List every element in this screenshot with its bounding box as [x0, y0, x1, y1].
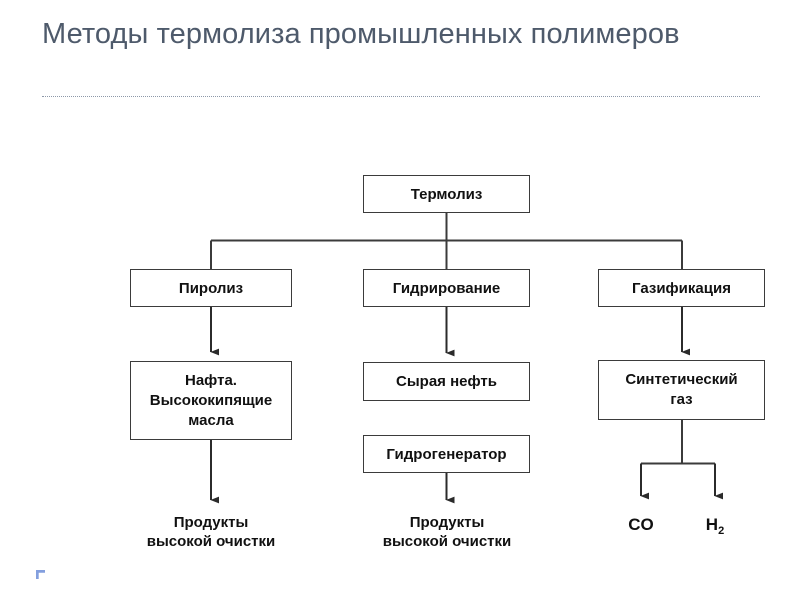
node-pyrolysis[interactable]: Пиролиз	[130, 269, 292, 307]
node-naphtha-high-boiling-oils[interactable]: Нафта. Высококипящие масла	[130, 361, 292, 440]
label-pyrolysis-products: Продукты высокой очистки	[146, 514, 276, 550]
page-title: Методы термолиза промышленных полимеров	[42, 18, 680, 50]
node-thermolysis[interactable]: Термолиз	[363, 175, 530, 213]
label-hydrogen: H2	[685, 515, 745, 537]
title-block: Методы термолиза промышленных полимеров	[42, 16, 742, 53]
title-divider	[42, 96, 760, 97]
node-gasification[interactable]: Газификация	[598, 269, 765, 307]
node-synthesis-gas[interactable]: Синтетический газ	[598, 360, 765, 420]
h2-formula: H	[705, 515, 719, 534]
co-formula: CO	[628, 515, 654, 534]
h2-subscript: 2	[718, 525, 725, 537]
label-carbon-monoxide: CO	[611, 515, 671, 535]
node-hydrogenation[interactable]: Гидрирование	[363, 269, 530, 307]
node-crude-oil[interactable]: Сырая нефть	[363, 362, 530, 401]
node-hydrogenerator[interactable]: Гидрогенератор	[363, 435, 530, 473]
corner-flag-icon	[36, 570, 45, 579]
label-hydrogenation-products: Продукты высокой очистки	[382, 514, 512, 550]
